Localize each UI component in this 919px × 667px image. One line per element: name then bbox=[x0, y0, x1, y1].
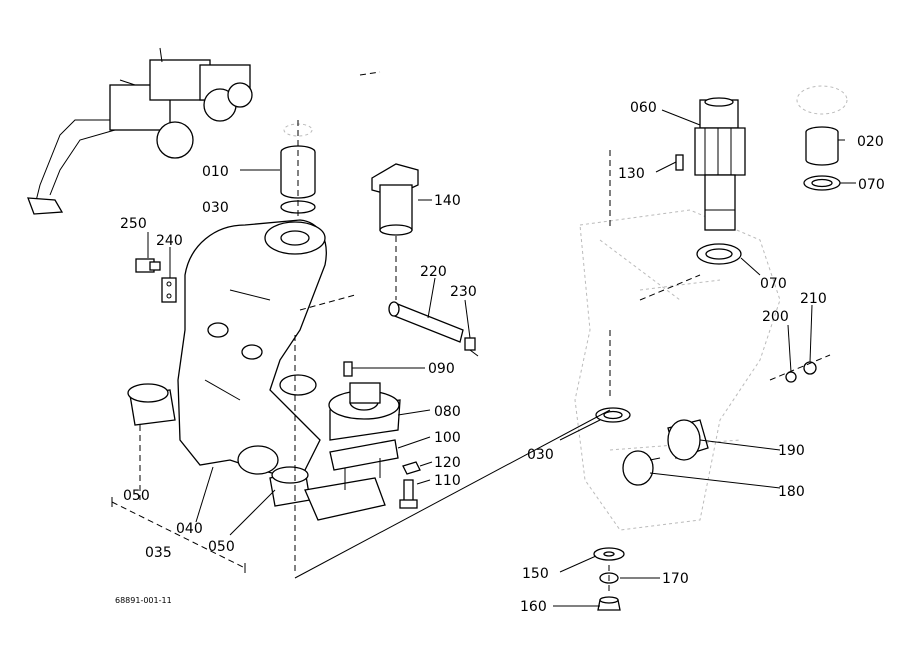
bushing-020 bbox=[796, 85, 848, 166]
nut-120 bbox=[402, 461, 421, 475]
bushing-050-right bbox=[269, 466, 311, 507]
label-100: 100 bbox=[434, 430, 461, 446]
label-130: 130 bbox=[618, 166, 645, 182]
bushing-190 bbox=[667, 419, 709, 461]
label-090: 090 bbox=[428, 361, 455, 377]
grease-nipple-230 bbox=[464, 337, 479, 357]
nut-160 bbox=[597, 596, 621, 611]
housing-080 bbox=[328, 382, 401, 441]
label-200: 200 bbox=[762, 309, 789, 325]
grease-nipple-090 bbox=[343, 361, 353, 377]
label-050-left: 050 bbox=[123, 488, 150, 504]
housing-outline bbox=[574, 209, 781, 531]
label-020: 020 bbox=[857, 134, 884, 150]
label-110: 110 bbox=[434, 473, 461, 489]
label-160: 160 bbox=[520, 599, 547, 615]
swing-bracket-040 bbox=[177, 219, 327, 481]
label-060: 060 bbox=[630, 100, 657, 116]
label-220: 220 bbox=[420, 264, 447, 280]
label-070-lower: 070 bbox=[760, 276, 787, 292]
label-030-upper: 030 bbox=[202, 200, 229, 216]
bushing-010 bbox=[280, 123, 316, 214]
label-150: 150 bbox=[522, 566, 549, 582]
label-040: 040 bbox=[176, 521, 203, 537]
leader-lines bbox=[147, 109, 856, 607]
drawing-code: 68891-001-11 bbox=[115, 596, 172, 605]
bolt-250 bbox=[135, 258, 161, 273]
washer-030 bbox=[595, 407, 631, 423]
seal-070-lower bbox=[696, 243, 742, 265]
label-180: 180 bbox=[778, 484, 805, 500]
label-050-right: 050 bbox=[208, 539, 235, 555]
bolt-110 bbox=[399, 479, 418, 509]
label-120: 120 bbox=[434, 455, 461, 471]
label-035: 035 bbox=[145, 545, 172, 561]
label-230: 230 bbox=[450, 284, 477, 300]
washer-150 bbox=[593, 547, 625, 561]
label-250: 250 bbox=[120, 216, 147, 232]
label-030-lower: 030 bbox=[527, 447, 554, 463]
pin-130 bbox=[675, 154, 684, 171]
label-080: 080 bbox=[434, 404, 461, 420]
seal-070-upper bbox=[803, 175, 841, 191]
label-070-upper: 070 bbox=[858, 177, 885, 193]
label-190: 190 bbox=[778, 443, 805, 459]
part-labels: 010 030 250 240 140 220 230 090 080 100 … bbox=[115, 100, 885, 615]
bushing-050-left bbox=[127, 383, 176, 426]
gear-shaft-060 bbox=[694, 97, 746, 231]
label-140: 140 bbox=[434, 193, 461, 209]
tractor-thumbnail bbox=[27, 47, 253, 215]
assembly-bracket-035 bbox=[111, 497, 246, 573]
pin-220 bbox=[388, 301, 464, 343]
plate-240 bbox=[161, 277, 177, 303]
label-240: 240 bbox=[156, 233, 183, 249]
pin-140 bbox=[371, 163, 419, 236]
centerlines bbox=[139, 71, 831, 595]
label-170: 170 bbox=[662, 571, 689, 587]
label-210: 210 bbox=[800, 291, 827, 307]
bushing-180 bbox=[622, 450, 661, 486]
nut-200 bbox=[785, 371, 797, 383]
bracket-100 bbox=[304, 439, 399, 521]
label-010: 010 bbox=[202, 164, 229, 180]
